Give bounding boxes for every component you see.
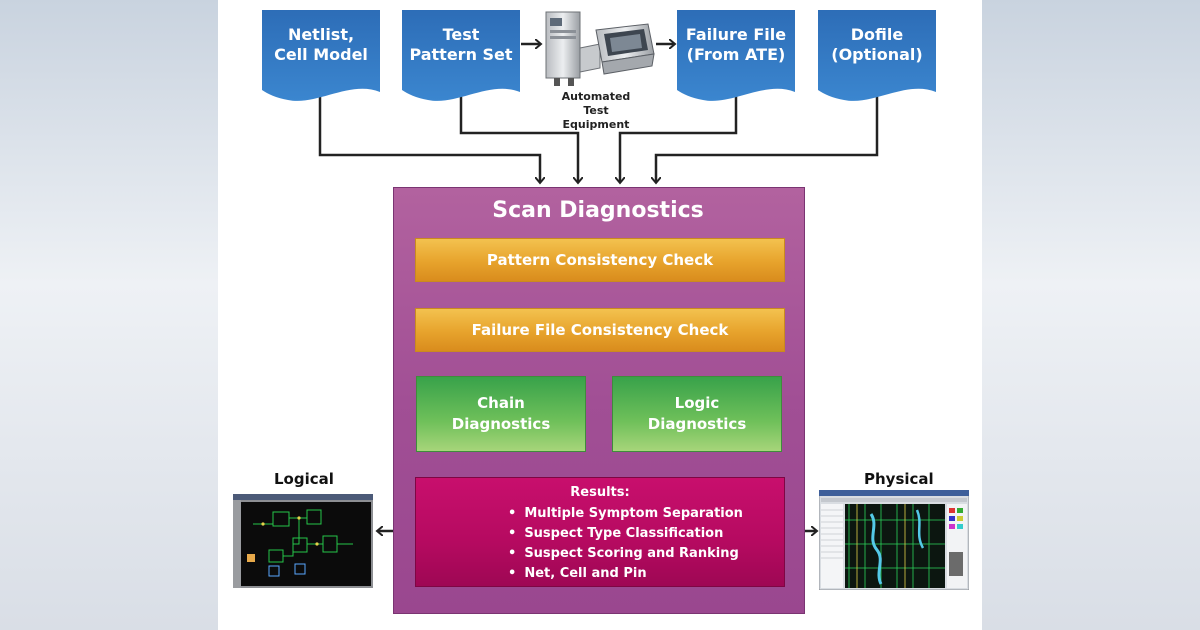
- logical-label: Logical: [274, 470, 334, 488]
- chain-diagnostics: Chain Diagnostics: [416, 376, 586, 452]
- results-list: Multiple Symptom Separation Suspect Type…: [416, 504, 784, 584]
- document-shape-icon: [677, 10, 795, 101]
- dofile-connector: [656, 95, 879, 182]
- results-box: Results: Multiple Symptom Separation Sus…: [415, 477, 785, 587]
- test-pattern-document: Test Pattern Set: [402, 10, 520, 106]
- netlist-label: Netlist, Cell Model: [274, 25, 368, 64]
- failure-file-consistency-check: Failure File Consistency Check: [415, 308, 785, 352]
- results-item: Suspect Scoring and Ranking: [508, 544, 784, 564]
- document-shape-icon: [262, 10, 380, 101]
- test-pattern-connector: [459, 95, 578, 182]
- left-margin: [0, 0, 218, 630]
- ate-machine-icon: [545, 11, 655, 86]
- dofile-document: Dofile (Optional): [818, 10, 936, 106]
- logic-diagnostics: Logic Diagnostics: [612, 376, 782, 452]
- failure-file-document: Failure File (From ATE): [677, 10, 795, 106]
- results-title: Results:: [570, 485, 630, 500]
- results-item: Multiple Symptom Separation: [508, 504, 784, 524]
- right-margin: [982, 0, 1200, 630]
- dofile-label: Dofile (Optional): [831, 25, 923, 64]
- document-shape-icon: [818, 10, 936, 101]
- physical-label: Physical: [864, 470, 934, 488]
- pattern-consistency-check: Pattern Consistency Check: [415, 238, 785, 282]
- physical-layout-screenshot: [819, 490, 969, 590]
- logical-schematic-screenshot: [233, 494, 373, 588]
- failure-file-label: Failure File (From ATE): [685, 25, 787, 64]
- failure-file-connector: [620, 95, 738, 182]
- netlist-document: Netlist, Cell Model: [262, 10, 380, 106]
- results-item: Net, Cell and Pin: [508, 564, 784, 584]
- netlist-connector: [318, 95, 540, 182]
- scan-diagnostics-title: Scan Diagnostics: [492, 198, 704, 223]
- ate-caption: Automated Test Equipment: [561, 90, 631, 131]
- results-item: Suspect Type Classification: [508, 524, 784, 544]
- test-pattern-label: Test Pattern Set: [409, 25, 513, 64]
- document-shape-icon: [402, 10, 520, 101]
